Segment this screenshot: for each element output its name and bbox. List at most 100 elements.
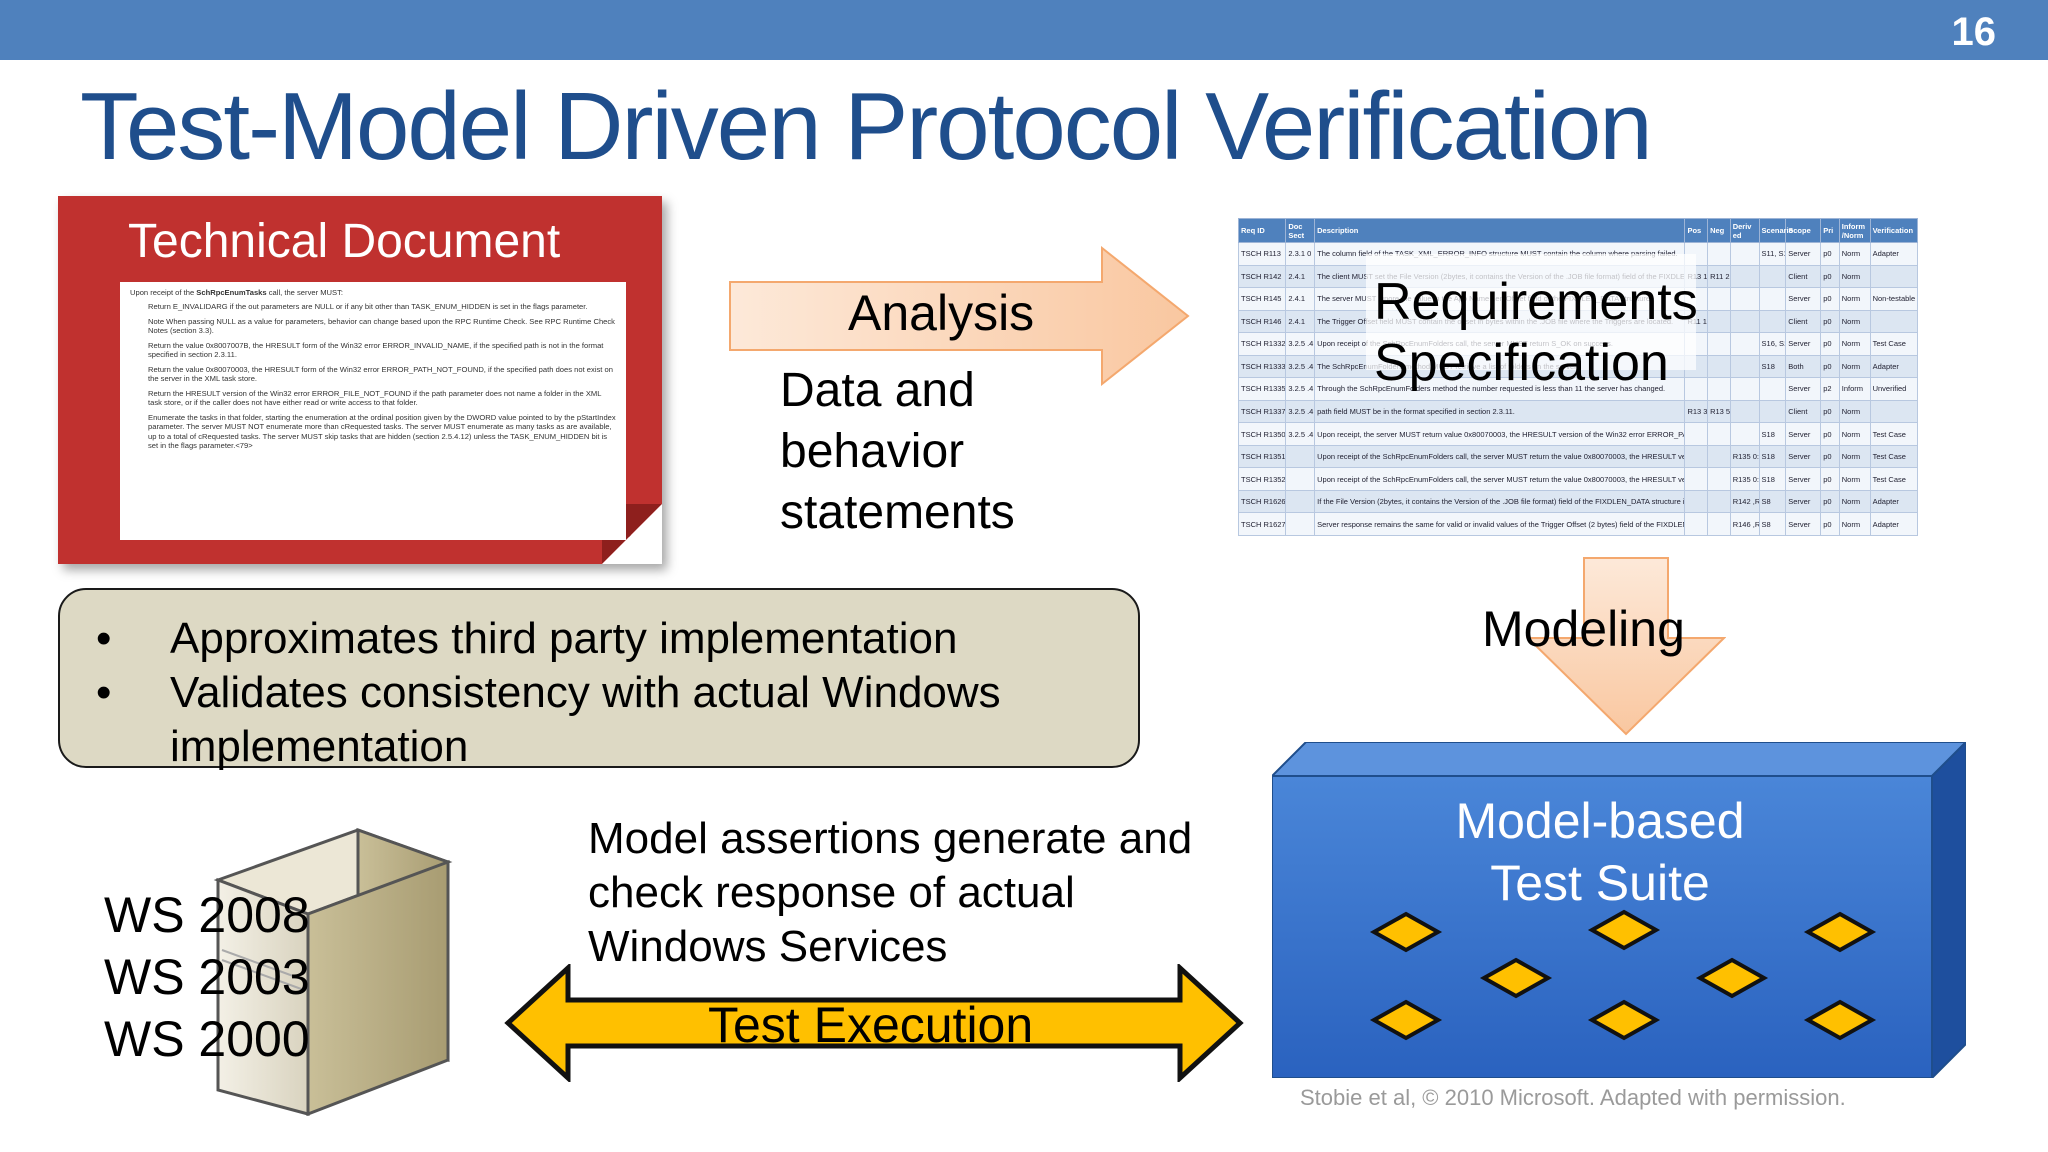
test-suite-box — [1272, 742, 1966, 1078]
statements-line: behavior — [780, 425, 965, 478]
table-cell: Client — [1785, 309, 1822, 334]
table-cell — [1729, 377, 1760, 401]
credit-line: Stobie et al, © 2010 Microsoft. Adapted … — [1300, 1085, 1846, 1110]
table-cell: 3.2.5 .4.7 — [1285, 422, 1316, 446]
table-cell: R13 36 — [1684, 399, 1709, 424]
table-cell — [1707, 377, 1731, 401]
table-cell: p0 — [1820, 444, 1840, 469]
requirements-label-line: Specification — [1374, 334, 1669, 392]
document-intro: Upon receipt of the SchRpcEnumTasks call… — [130, 288, 616, 297]
table-cell: R13 50 — [1707, 399, 1731, 424]
table-cell: p0 — [1820, 264, 1840, 289]
diamond-icon — [1695, 957, 1769, 999]
bullet-text: Approximates third party implementation — [170, 614, 958, 663]
table-cell: p0 — [1820, 287, 1840, 311]
table-cell: 2.3.1 0 — [1285, 242, 1316, 266]
table-cell: Non-testable — [1869, 287, 1919, 311]
diamond-cluster — [1369, 909, 1877, 1041]
assertions-line: Model assertions generate and — [588, 814, 1193, 863]
table-cell: S11, S12 — [1758, 242, 1787, 266]
table-cell: 3.2.5 .4.7 — [1285, 354, 1316, 379]
table-cell — [1707, 309, 1731, 334]
table-cell: Server response remains the same for val… — [1314, 512, 1686, 536]
bullet-item: •Validates consistency with actual Windo… — [90, 666, 1098, 774]
table-cell: Upon receipt, the server MUST return val… — [1314, 422, 1686, 446]
table-cell: TSCH R146 — [1237, 309, 1287, 334]
table-cell — [1707, 354, 1731, 379]
table-cell — [1707, 467, 1731, 491]
header-bar — [0, 0, 2048, 60]
table-cell: Norm — [1838, 512, 1871, 536]
diamond-icon — [1587, 999, 1661, 1041]
table-cell: TSCH R1350 — [1237, 422, 1287, 446]
diamond-icon — [1369, 999, 1443, 1041]
assertions-line: check response of actual — [588, 868, 1075, 917]
table-cell: Norm — [1838, 242, 1871, 266]
table-cell — [1869, 399, 1919, 424]
table-row: TSCH R1351 Upon receipt of the SchRpcEnum… — [1237, 444, 1919, 469]
table-header-cell: Pos — [1684, 218, 1709, 243]
table-cell: S18 — [1758, 444, 1787, 469]
table-cell: Server — [1785, 332, 1822, 356]
table-header-cell: Req ID — [1237, 218, 1287, 243]
table-header-cell: Neg — [1707, 218, 1731, 243]
table-cell — [1758, 377, 1787, 401]
table-cell: TSCH R1351 — [1237, 444, 1287, 469]
table-cell: Norm — [1838, 467, 1871, 491]
table-header-cell: Deriv ed — [1729, 218, 1760, 243]
table-cell: Client — [1785, 264, 1822, 289]
table-cell — [1285, 444, 1316, 469]
windows-server-list: WS 2008 WS 2003 WS 2000 — [104, 884, 310, 1070]
intro-prefix: Upon receipt of the — [130, 288, 197, 297]
table-cell — [1729, 309, 1760, 334]
table-cell: R135 0:c — [1729, 467, 1760, 491]
table-cell — [1684, 512, 1709, 536]
table-cell: R11 21 — [1707, 264, 1731, 289]
table-cell: 3.2.5 .4.6 — [1285, 332, 1316, 356]
table-cell — [1707, 444, 1731, 469]
diamond-icon — [1803, 999, 1877, 1041]
table-header-cell: Scope — [1785, 218, 1822, 243]
table-cell — [1758, 287, 1787, 311]
table-cell: p0 — [1820, 512, 1840, 536]
table-cell: Client — [1785, 399, 1822, 424]
table-header-cell: Pri — [1820, 218, 1840, 243]
table-cell: S18 — [1758, 467, 1787, 491]
analysis-arrow — [729, 246, 1190, 386]
bullet-item: •Approximates third party implementation — [90, 612, 1098, 666]
table-cell: Norm — [1838, 444, 1871, 469]
table-cell: Server — [1785, 444, 1822, 469]
table-cell — [1707, 332, 1731, 356]
table-cell: Norm — [1838, 489, 1871, 514]
bullet-text: Validates consistency with actual Window… — [170, 668, 1001, 771]
table-cell — [1684, 377, 1709, 401]
table-cell — [1758, 264, 1787, 289]
requirements-label: Requirements Specification — [1374, 272, 1698, 394]
table-cell: S8 — [1758, 512, 1787, 536]
table-cell: Adapter — [1869, 512, 1919, 536]
table-header-cell: Verification — [1869, 218, 1919, 243]
table-cell: TSCH R1337 — [1237, 399, 1287, 424]
table-cell: Norm — [1838, 309, 1871, 334]
table-cell: p0 — [1820, 422, 1840, 446]
table-cell: Server — [1785, 467, 1822, 491]
table-cell — [1758, 399, 1787, 424]
server-tower-icon — [213, 827, 453, 1116]
test-suite-label: Model-based Test Suite — [1272, 790, 1928, 914]
table-cell: Server — [1785, 489, 1822, 514]
table-cell: p0 — [1820, 489, 1840, 514]
table-cell: Upon receipt of the SchRpcEnumFolders ca… — [1314, 444, 1686, 469]
table-cell: p0 — [1820, 467, 1840, 491]
table-cell — [1707, 489, 1731, 514]
table-cell: TSCH R113 — [1237, 242, 1287, 266]
table-header-cell: Inform /Norm — [1838, 218, 1871, 243]
suite-label-line: Model-based — [1455, 793, 1745, 849]
table-cell — [1707, 422, 1731, 446]
table-cell: R142 ,R11 31:i — [1729, 489, 1760, 514]
table-cell: Server — [1785, 287, 1822, 311]
table-cell: 2.4.1 — [1285, 287, 1316, 311]
